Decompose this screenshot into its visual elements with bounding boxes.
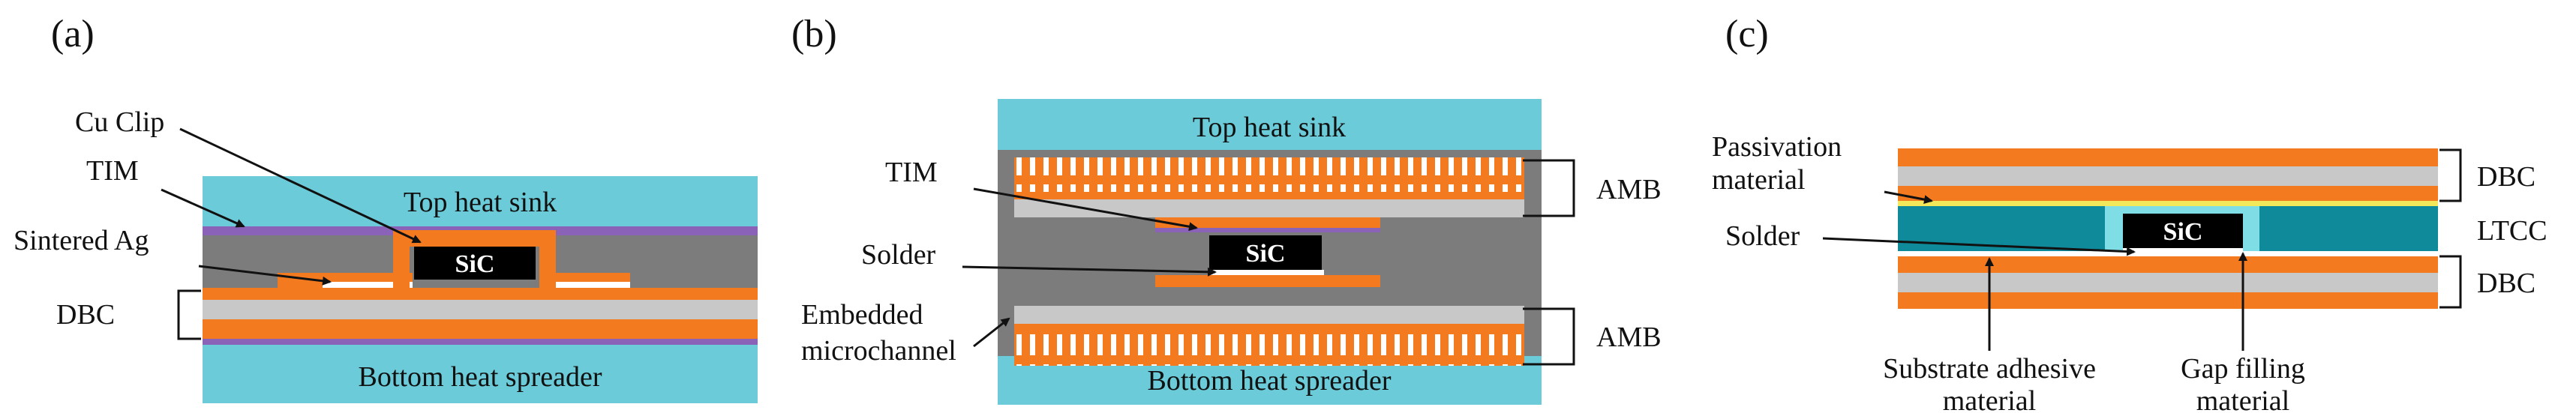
ltcc-label: LTCC (2477, 215, 2547, 247)
bottom-dbc-ceramic (1898, 273, 2438, 292)
sintered-ag-right (540, 282, 630, 288)
top-amb-copper (1014, 192, 1524, 199)
dbc-label: DBC (56, 299, 115, 331)
panel-a: (a) SiC Top heat sink Bottom heat spread… (14, 13, 758, 403)
substrate-label-line1: Substrate adhesive (1883, 353, 2096, 385)
top-dbc-label: DBC (2477, 161, 2535, 193)
cu-clip-label: Cu Clip (75, 106, 164, 138)
solder-label: Solder (861, 239, 936, 271)
dbc-ceramic (203, 300, 758, 319)
top-heat-sink-label: Top heat sink (1193, 112, 1346, 143)
top-amb-label: AMB (1596, 174, 1662, 205)
top-copper-pad (1155, 217, 1380, 228)
sintered-ag-pointer (198, 265, 332, 286)
tim-pointer (973, 187, 1198, 232)
sic-chip (2123, 214, 2243, 248)
passivation-label-line2: material (1712, 164, 1805, 196)
gap-label-line1: Gap filling (2181, 353, 2305, 385)
solder-layer (2123, 248, 2243, 252)
sic-chip (1209, 235, 1322, 270)
cu-clip (393, 230, 556, 288)
solder-layer (1208, 270, 1324, 275)
gap-label-line2: material (2196, 385, 2289, 413)
tim-layer (1155, 228, 1380, 232)
bottom-dbc-label: DBC (2477, 268, 2535, 299)
passivation-pointer (1884, 190, 1933, 205)
bottom-copper-pad (1155, 275, 1380, 287)
sic-chip (414, 247, 536, 280)
embedded-label-line2: microchannel (801, 335, 956, 367)
panel-c-label: (c) (1725, 13, 1769, 55)
cu-clip-pointer (179, 127, 422, 244)
top-amb-bracket (1523, 159, 1575, 217)
top-dbc-bracket (2439, 148, 2462, 202)
top-dbc-ceramic (1898, 166, 2438, 186)
sic-label: SiC (455, 250, 495, 278)
dbc-bracket (177, 289, 201, 340)
embedded-pointer (973, 317, 1010, 348)
bottom-amb-bracket (1523, 307, 1575, 366)
top-microchannel-copper (1014, 157, 1524, 192)
top-dbc-inner-copper (1898, 186, 2438, 201)
dbc-top-copper (203, 288, 758, 300)
sic-label: SiC (1246, 240, 1286, 268)
embedded-label-line1: Embedded (801, 299, 923, 331)
top-heat-sink-label: Top heat sink (404, 187, 557, 218)
panel-a-label: (a) (51, 13, 95, 55)
top-amb-ceramic (1014, 199, 1524, 217)
dbc-bottom-copper (203, 319, 758, 339)
bottom-heat-spreader-label: Bottom heat spreader (1147, 365, 1391, 397)
bottom-amb-ceramic (1014, 306, 1524, 324)
top-dbc-outer-copper (1898, 148, 2438, 166)
panel-c: (c) SiC Passivation material Solder Subs… (1712, 13, 2547, 413)
bottom-dbc-inner-copper (1898, 256, 2438, 273)
bottom-dbc-bracket (2439, 255, 2462, 309)
bottom-tim-layer (203, 339, 758, 345)
tim-label: TIM (885, 157, 938, 188)
bottom-microchannel-copper (1014, 331, 1524, 366)
solder-pointer (962, 265, 1217, 277)
bottom-dbc-outer-copper (1898, 292, 2438, 309)
solder-pointer (1822, 237, 2136, 256)
tim-pointer (161, 188, 245, 228)
bottom-heat-spreader-label: Bottom heat spreader (358, 361, 602, 393)
passivation-label-line1: Passivation (1712, 131, 1842, 163)
bottom-amb-label: AMB (1596, 322, 1662, 353)
tim-label: TIM (86, 155, 139, 187)
passivation-layer (1898, 201, 2438, 206)
sintered-ag-label: Sintered Ag (14, 225, 149, 256)
solder-label: Solder (1725, 220, 1800, 252)
panel-b-label: (b) (791, 13, 837, 55)
substrate-label-line2: material (1943, 385, 2036, 413)
sintered-ag-left (323, 282, 413, 288)
substrate-adhesive-layer (1898, 251, 2438, 256)
bottom-amb-copper (1014, 324, 1524, 331)
sic-label: SiC (2163, 218, 2203, 246)
panel-b: (b) SiC Top heat sink Bottom heat spread… (791, 13, 1662, 405)
